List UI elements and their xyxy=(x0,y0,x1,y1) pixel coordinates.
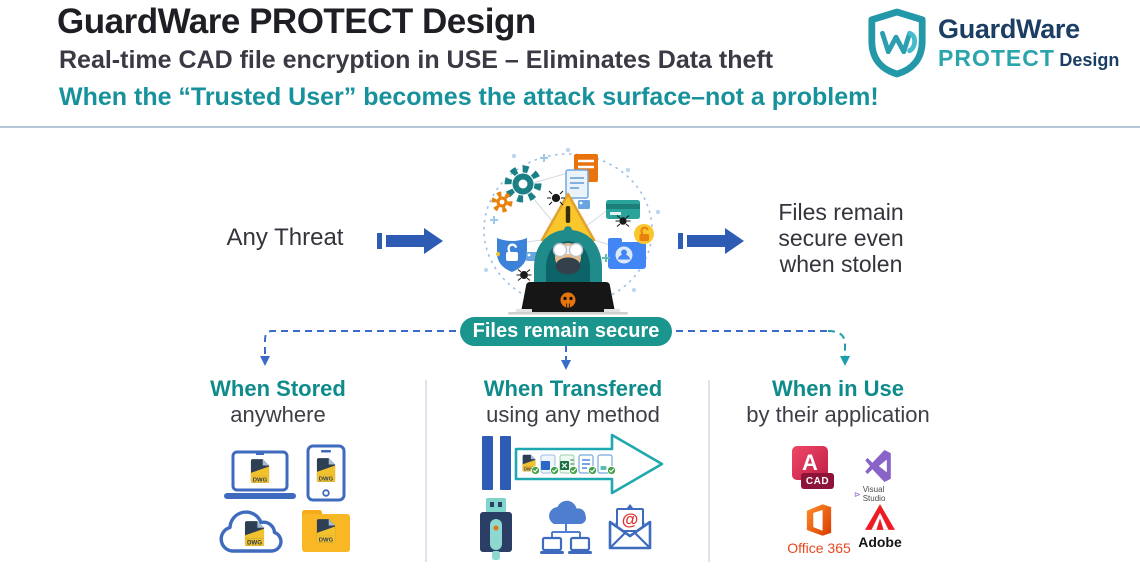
guardware-logo: GuardWare PROTECT Design xyxy=(866,8,1119,78)
shield-logo-icon xyxy=(868,8,926,78)
files-remain-secure-pill: Files remain secure xyxy=(460,317,672,346)
visual-studio-icon: ⊳ Visual Studio xyxy=(854,450,902,503)
gear-icon xyxy=(504,165,542,203)
folder-user-icon xyxy=(608,238,646,269)
secure-when-stolen-label: Files remain secure even when stolen xyxy=(778,199,904,277)
malware-bug-icon xyxy=(516,190,631,281)
visual-studio-label: ⊳ Visual Studio xyxy=(854,485,886,503)
transfer-arrow-files-icon xyxy=(514,433,664,495)
adobe-label: Adobe xyxy=(858,534,902,550)
office-365-label: Office 365 xyxy=(787,540,851,556)
svg-text:@: @ xyxy=(622,510,639,529)
logo-product: PROTECT xyxy=(938,45,1055,71)
adobe-glyph xyxy=(865,504,895,530)
column-title-transfered: When Transfered xyxy=(483,376,663,401)
adobe-icon: Adobe xyxy=(848,504,912,550)
column-subtitle-stored: anywhere xyxy=(230,402,326,427)
credit-card-icon xyxy=(606,200,640,219)
column-title-stored: When Stored xyxy=(210,376,346,401)
column-divider xyxy=(708,380,710,562)
subtitle-bold: Eliminates Data theft xyxy=(525,46,774,74)
hacker-threat-illustration xyxy=(483,147,661,315)
office-glyph xyxy=(806,504,832,536)
any-threat-label: Any Threat xyxy=(226,224,344,251)
documents-icon xyxy=(565,154,598,199)
email-icon: @ xyxy=(608,504,652,550)
cloud-network-icon xyxy=(540,500,592,554)
logo-text: GuardWare PROTECT Design xyxy=(938,16,1119,70)
autocad-icon: A CAD xyxy=(792,446,838,494)
laptop-dwg-icon xyxy=(224,450,296,499)
office-365-icon: Office 365 xyxy=(786,504,852,556)
page-tagline: When the “Trusted User” becomes the atta… xyxy=(59,83,879,111)
arrow-right-icon xyxy=(377,228,443,254)
logo-edition: Design xyxy=(1059,50,1120,70)
arrow-right-icon xyxy=(678,228,744,254)
cloud-dwg-icon xyxy=(219,510,283,553)
header-divider xyxy=(0,126,1140,128)
tablet-dwg-icon xyxy=(306,444,346,502)
subtitle-regular: Real-time CAD file encryption in USE – xyxy=(59,46,526,74)
transfer-bar xyxy=(500,436,511,490)
shield-unlocked-icon xyxy=(497,238,527,272)
column-subtitle-in-use: by their application xyxy=(746,402,930,427)
plus-marks xyxy=(490,154,548,224)
folder-dwg-icon xyxy=(302,510,350,552)
autocad-cad-banner: CAD xyxy=(801,473,834,489)
dashed-connectors xyxy=(260,330,850,370)
lock-badge-icon xyxy=(634,224,654,244)
dots xyxy=(483,147,661,293)
visual-studio-glyph xyxy=(865,450,891,482)
page-title: GuardWare PROTECT Design xyxy=(57,2,536,41)
logo-brand: GuardWare xyxy=(938,14,1080,44)
column-subtitle-transfered: using any method xyxy=(486,402,660,427)
transfer-bar xyxy=(482,436,493,490)
visual-studio-mini-glyph: ⊳ xyxy=(854,489,861,499)
gear-small-icon xyxy=(491,191,513,213)
usb-drive-icon xyxy=(480,498,512,560)
laptop-skull-icon xyxy=(508,282,628,315)
column-title-in-use: When in Use xyxy=(771,376,904,401)
page-subtitle: Real-time CAD file encryption in USE – E… xyxy=(59,46,773,75)
column-divider xyxy=(425,380,427,562)
